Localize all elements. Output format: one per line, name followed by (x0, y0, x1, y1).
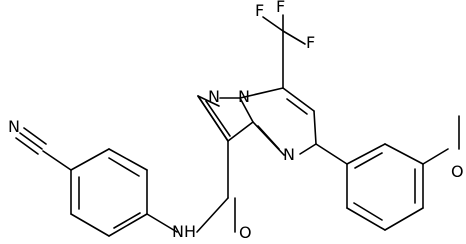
atom-label-bridgehead-n: N (238, 87, 250, 106)
bond-pyrimidine-c7-c6 (282, 87, 315, 112)
bond-nitrile-triple-a (19, 132, 43, 150)
bond-pyrimidine-c6-c5 (313, 110, 317, 145)
bond-cf3-f-top-left (262, 16, 284, 32)
bond-pyrimidine-inner-double-a (286, 98, 308, 115)
bond-aryl-c5-c6 (346, 207, 386, 231)
bond-aniline-inner-double-c (113, 212, 141, 229)
atom-label-f-top-left: F (255, 1, 264, 20)
bond-aryl-inner-double-a (354, 152, 383, 169)
bond-aryl-to-methoxy-oxygen (422, 148, 449, 165)
bond-c3-to-carbonyl (197, 95, 229, 142)
atom-label-layer: N F F F N N N O O N H (8, 0, 464, 242)
bond-carbonyl-to-amide-n (196, 197, 229, 233)
atom-label-pyrimidine-n: N (283, 145, 295, 164)
atom-label-nitrile-n: N (8, 117, 20, 136)
bond-pyrimidine-inner-double-b (257, 125, 280, 150)
bond-aryl-c2-c3 (384, 143, 424, 165)
bond-aniline-c2-c3 (108, 148, 148, 171)
bond-pyrazole-inner-double (205, 100, 231, 137)
atom-label-f-top-right: F (306, 33, 315, 52)
atom-label-amide-o: O (239, 223, 252, 242)
atom-label-amide-n: N (172, 222, 184, 241)
atom-label-amide-h: H (184, 222, 196, 241)
bond-aniline-c6-c1 (108, 213, 148, 237)
bond-amide-n-to-aniline (146, 213, 178, 233)
bond-aniline-c3-c4 (70, 148, 110, 171)
bond-layer (15, 14, 460, 237)
bond-pyrazole-n1-c7a (239, 97, 254, 123)
bond-pyrimidine-c5-n4 (299, 143, 317, 155)
bond-nitrile-triple-c (15, 137, 39, 155)
bond-cf3-f-top-right (282, 30, 306, 45)
bond-nitrile-triple-b (23, 127, 47, 145)
bond-pyrimidine-n1-c7 (239, 87, 284, 99)
bond-pyrimidine-to-aryl (315, 143, 348, 165)
bond-pyrazole-c3-n2 (197, 95, 220, 107)
bond-aniline-to-nitrile-carbon (42, 150, 72, 171)
bond-pyrazole-c7a-c3a (227, 121, 254, 142)
atom-label-pyrazole-n-top: N (208, 87, 220, 106)
atom-label-methoxy-o: O (451, 162, 464, 181)
bond-aryl-inner-double-c (353, 202, 383, 221)
bond-aniline-c5-c6 (70, 213, 110, 237)
atom-label-f-top-center: F (276, 0, 285, 16)
bond-aryl-c4-c5 (384, 207, 424, 231)
bond-aryl-c1-c2 (346, 143, 386, 165)
bond-aniline-inner-double-a (108, 157, 140, 177)
